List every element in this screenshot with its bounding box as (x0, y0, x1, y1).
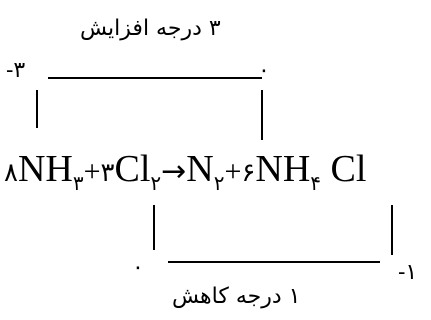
plus-sign: + (224, 155, 242, 188)
oxidation-increase-label: ۳ درجه افزایش (80, 16, 221, 41)
oxidation-state-nitrogen-ammonia: -۳ (6, 58, 26, 83)
oxidation-state-nitrogen-n2: ۰ (258, 58, 270, 83)
reaction-arrow-icon: → (161, 154, 187, 189)
oxidation-state-chlorine-nh4cl: -۱ (398, 260, 418, 285)
formula-nh3: NH (17, 148, 73, 190)
subscript-nh4: ۴ (310, 171, 322, 195)
plus-sign: + (83, 155, 101, 188)
chemical-equation: ۸NH۳+۳Cl۲→N۲+۶NH۴ Cl (4, 148, 367, 193)
formula-nh4: NH (255, 148, 311, 190)
subscript-nh3: ۳ (72, 171, 84, 195)
subscript-cl2: ۲ (150, 171, 162, 195)
coefficient-nh3: ۸ (4, 158, 18, 188)
reduction-decrease-label: ۱ درجه کاهش (172, 284, 301, 309)
formula-cl: Cl (321, 148, 367, 190)
coefficient-nh4cl: ۶ (241, 158, 256, 188)
coefficient-cl2: ۳ (100, 158, 115, 188)
formula-cl2: Cl (114, 148, 151, 190)
oxidation-state-chlorine-cl2: ۰ (132, 255, 144, 280)
formula-n2: N (186, 148, 214, 190)
subscript-n2: ۲ (213, 171, 225, 195)
